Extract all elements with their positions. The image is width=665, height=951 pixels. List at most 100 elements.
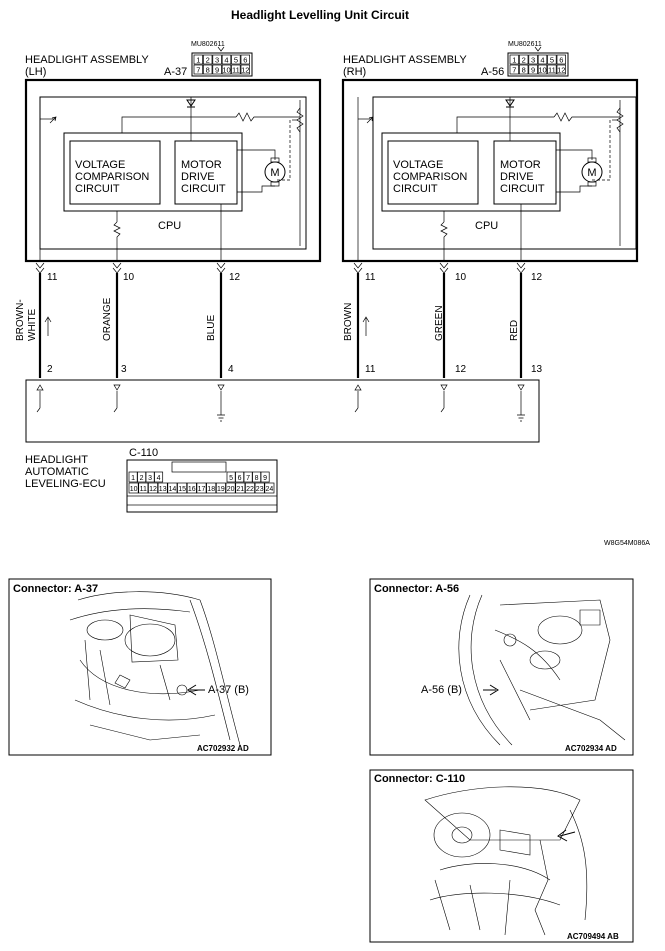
rh-connector-id: A-56: [481, 66, 504, 78]
terminal-chevron-icon: [216, 262, 226, 274]
lh-face-pin-number: 2: [206, 56, 210, 65]
wire-harness: BROWN- WHITE ORANGE BLUE BROWN GREEN RED…: [15, 97, 543, 378]
ecu-face-pin-number: 18: [207, 486, 215, 493]
ecu-input-glyph-icon: [354, 384, 362, 391]
ecu-pin-rh-1: 11: [365, 364, 376, 375]
ecu-face-pin-number: 6: [238, 475, 242, 482]
ecu-housing: [25, 379, 540, 443]
rh-part-number: MU802611: [508, 41, 542, 48]
lh-face-pin-cell: [240, 54, 250, 65]
ecu-face-pin-number: 8: [255, 475, 259, 482]
rh-face-pin-number: 7: [512, 66, 516, 75]
lh-face-pin-number: 12: [241, 66, 249, 75]
ecu-face-pin-number: 1: [131, 475, 135, 482]
rh-face-pin-cell: [547, 64, 557, 75]
rh-cpu-label: CPU: [475, 220, 498, 232]
rh-name-line1: HEADLIGHT ASSEMBLY: [343, 54, 467, 66]
rh-pin-1: 11: [365, 272, 376, 283]
ecu-internal-lead: [113, 391, 118, 413]
lh-pin-2: 10: [123, 272, 135, 283]
rh-face-pin-number: 11: [548, 66, 556, 75]
locator-c110-code: AC709494 AB: [567, 932, 619, 941]
wire-label-lh-1b: WHITE: [27, 308, 38, 341]
terminal-chevron-icon: [516, 262, 526, 274]
ecu-output-glyph-icon: [217, 384, 225, 391]
lh-vcc-label-2: COMPARISON: [75, 171, 149, 183]
ecu-face-pin-number: 11: [140, 486, 147, 493]
lh-face-pin-cell: [193, 64, 203, 75]
ecu-face-pin-cell: [254, 482, 265, 494]
terminal-chevron-icon: [439, 262, 449, 274]
ecu-face-pin-cell: [196, 482, 207, 494]
ecu-face-pin-number: 17: [198, 486, 206, 493]
rh-motor-m: M: [587, 167, 596, 179]
locator-panel-a37: Connector: A-37 A-37 (B) AC702932 AD: [8, 578, 272, 756]
rh-face-pin-cell: [537, 64, 548, 75]
rh-face-pin-cell: [547, 54, 557, 65]
lh-cpu-label: CPU: [158, 220, 181, 232]
lh-face-pin-cell: [212, 64, 222, 75]
lh-cpu-block: [63, 132, 243, 212]
rh-cpu-resistor-icon: [440, 221, 448, 246]
rh-inner-frame: [372, 96, 637, 250]
ecu-face-pin-cell: [186, 482, 197, 494]
rh-face-pin-cell: [509, 54, 519, 65]
rh-motor-label-1: MOTOR: [500, 159, 541, 171]
rh-resistor-icon: [553, 112, 620, 122]
ecu-face-pin-cell: [138, 482, 149, 494]
lh-name-line2: (LH): [25, 66, 46, 78]
ecu-face-pin-cell: [167, 482, 178, 494]
lh-face-pin-number: 3: [215, 56, 219, 65]
ecu-face-pin-cell: [225, 482, 236, 494]
rh-face-pin-number: 2: [522, 56, 526, 65]
lh-voltage-comparison-box: [69, 140, 161, 205]
ecu-output-glyph-icon: [113, 384, 121, 391]
lh-name-line1: HEADLIGHT ASSEMBLY: [25, 54, 149, 66]
lh-cpu-resistor-icon: [113, 221, 121, 246]
lh-zener-diode-icon: [49, 116, 57, 124]
ecu-face-pin-number: 20: [227, 486, 235, 493]
ecu-pin-lh-3: 4: [228, 364, 234, 375]
lh-face-pin-number: 11: [232, 66, 240, 75]
rh-pin-3: 12: [531, 272, 543, 283]
lh-face-pin-cell: [221, 64, 232, 75]
lh-part-number: MU802611: [191, 41, 225, 48]
lh-motor-label-3: CIRCUIT: [181, 183, 226, 195]
rh-diode-icon: [505, 99, 515, 108]
lh-face-pin-number: 5: [234, 56, 238, 65]
engine-bay-sketch-a37: [69, 591, 241, 746]
lh-motor-drive-box: [174, 140, 238, 205]
ground-symbol-icon: [217, 391, 225, 422]
locator-panel-a56: Connector: A-56 A-56 (B) AC702934 AD: [369, 578, 634, 756]
terminal-chevron-icon: [353, 262, 363, 274]
ecu-face-pin-cell: [177, 482, 188, 494]
rh-motor-drive-box: [493, 140, 557, 205]
ecu-face-pin-number: 10: [130, 486, 138, 493]
lh-motor-label-2: DRIVE: [181, 171, 215, 183]
lh-face-pin-cell: [231, 54, 241, 65]
ecu-face-pin-number: 3: [148, 475, 152, 482]
ecu-face-pin-number: 19: [217, 486, 225, 493]
ecu-face-pin-cell: [215, 482, 226, 494]
wire-label-lh-1a: BROWN-: [15, 299, 26, 341]
wire-label-rh-2: GREEN: [434, 305, 445, 341]
engine-bay-sketch-a56: [458, 594, 626, 746]
rh-signal-arrow-icon: [362, 316, 370, 336]
rh-face-pin-cell: [519, 64, 529, 75]
rh-voltage-comparison-box: [387, 140, 479, 205]
ecu-face-pin-cell: [264, 482, 275, 494]
ecu-face-pin-number: 12: [149, 486, 157, 493]
rh-face-pin-number: 6: [559, 56, 563, 65]
ecu-input-glyph-icon: [36, 384, 44, 391]
locator-arrow-c110-icon: [557, 829, 576, 842]
locator-a56-code: AC702934 AD: [565, 744, 617, 753]
ecu-connector-id: C-110: [129, 447, 158, 459]
ecu-face-pin-cell: [235, 482, 246, 494]
lh-face-pin-number: 10: [222, 66, 230, 75]
locator-a56-callout: A-56 (B): [421, 684, 462, 696]
lh-face-pin-number: 8: [206, 66, 210, 75]
figure-code: W8G54M086A: [604, 540, 650, 547]
